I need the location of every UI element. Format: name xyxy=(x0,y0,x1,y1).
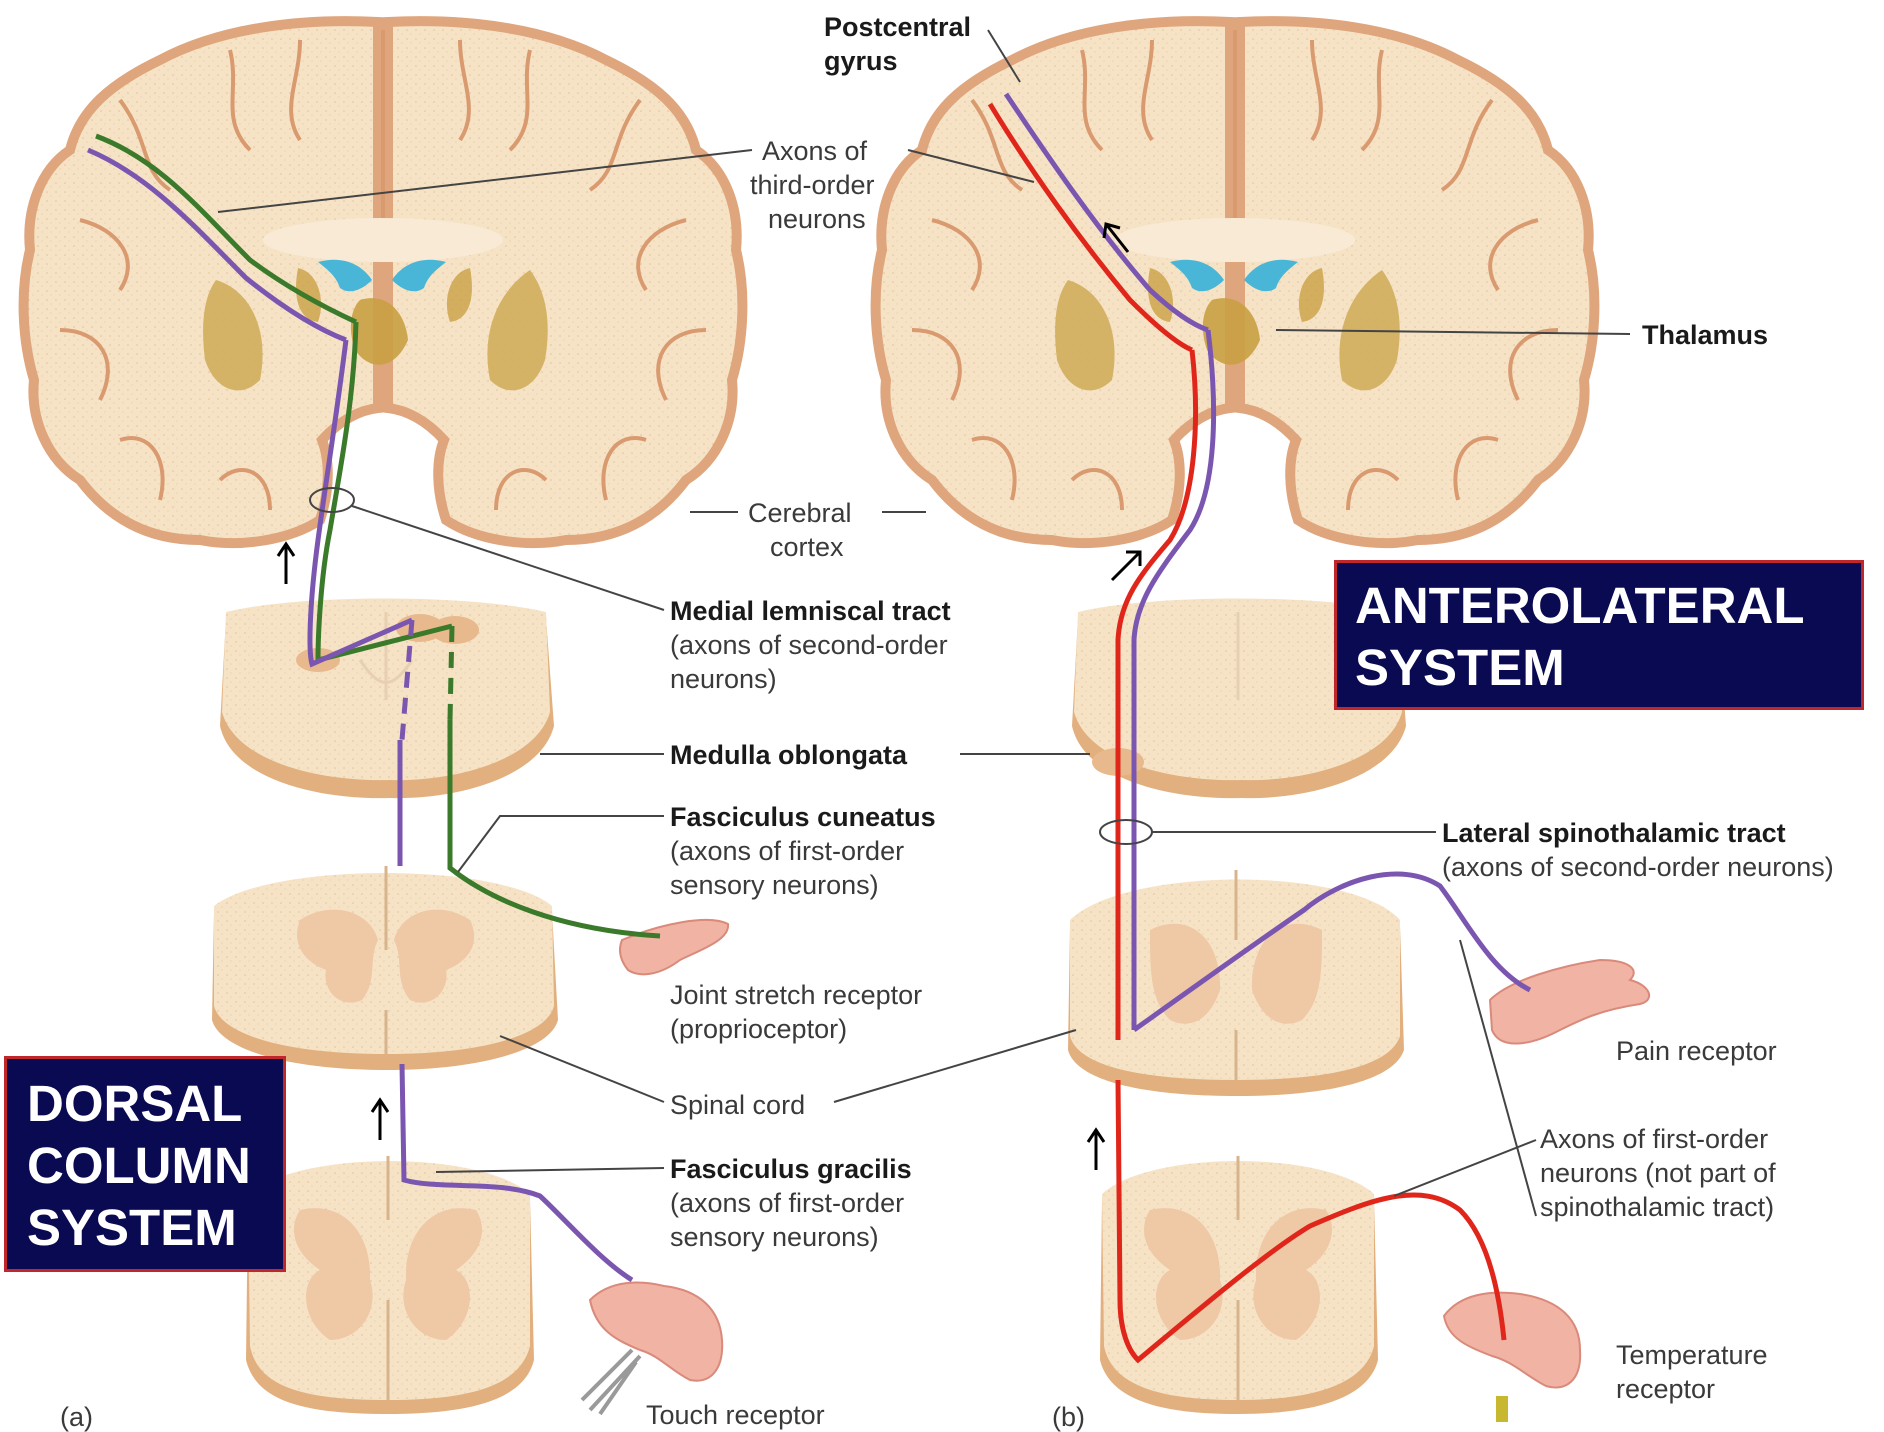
label-fasciculus-cuneatus-3: sensory neurons) xyxy=(670,870,879,900)
label-axons-third-order-2: third-order xyxy=(750,170,875,200)
cerebral-hemisphere-left-b xyxy=(876,21,1230,543)
label-joint-stretch-2: (proprioceptor) xyxy=(670,1014,847,1044)
label-panel-a: (a) xyxy=(60,1402,93,1432)
label-fasciculus-gracilis-2: (axons of first-order xyxy=(670,1188,904,1218)
dorsal-column-line-2: COLUMN xyxy=(27,1135,283,1197)
label-joint-stretch-1: Joint stretch receptor xyxy=(670,980,922,1010)
touch-receptor-icon xyxy=(582,1350,640,1414)
label-spinal-cord: Spinal cord xyxy=(670,1090,805,1120)
label-fasciculus-cuneatus-1: Fasciculus cuneatus xyxy=(670,802,936,832)
corpus-callosum-a xyxy=(263,218,503,262)
foot-b xyxy=(1444,1293,1580,1388)
label-touch-receptor: Touch receptor xyxy=(646,1400,825,1430)
dorsal-column-line-1: DORSAL xyxy=(27,1073,283,1135)
dorsal-column-system-box: DORSAL COLUMN SYSTEM xyxy=(4,1056,286,1272)
label-lateral-spinothalamic-1: Lateral spinothalamic tract xyxy=(1442,818,1786,848)
anterolateral-system-box: ANTEROLATERAL SYSTEM xyxy=(1334,560,1864,710)
label-fasciculus-gracilis-3: sensory neurons) xyxy=(670,1222,879,1252)
label-axons-first-order-3: spinothalamic tract) xyxy=(1540,1192,1774,1222)
label-pain-receptor: Pain receptor xyxy=(1616,1036,1777,1066)
label-postcentral-gyrus-1: Postcentral xyxy=(824,12,971,42)
cerebral-hemisphere-left-a xyxy=(24,21,378,543)
label-medial-lemniscal-2: (axons of second-order xyxy=(670,630,948,660)
label-temperature-receptor-1: Temperature xyxy=(1616,1340,1768,1370)
label-medial-lemniscal-3: neurons) xyxy=(670,664,777,694)
label-axons-third-order-1: Axons of xyxy=(762,136,868,166)
brain-section-b xyxy=(876,21,1595,543)
label-fasciculus-cuneatus-2: (axons of first-order xyxy=(670,836,904,866)
anterolateral-line-2: SYSTEM xyxy=(1355,637,1861,699)
label-thalamus: Thalamus xyxy=(1642,320,1768,350)
brain-section-a xyxy=(24,21,743,543)
label-panel-b: (b) xyxy=(1052,1402,1085,1432)
label-axons-first-order-1: Axons of first-order xyxy=(1540,1124,1768,1154)
corpus-callosum-b xyxy=(1115,218,1355,262)
label-medulla: Medulla oblongata xyxy=(670,740,908,770)
label-axons-third-order-3: neurons xyxy=(768,204,866,234)
label-cerebral-cortex-1: Cerebral xyxy=(748,498,852,528)
spinal-cord-lower-a xyxy=(246,1156,534,1414)
anterolateral-line-1: ANTEROLATERAL xyxy=(1355,575,1861,637)
finger-a xyxy=(620,920,728,974)
cerebral-hemisphere-right-b xyxy=(1240,21,1594,543)
label-axons-first-order-2: neurons (not part of xyxy=(1540,1158,1776,1188)
label-temperature-receptor-2: receptor xyxy=(1616,1374,1715,1404)
cerebral-hemisphere-right-a xyxy=(388,21,742,543)
label-cerebral-cortex-2: cortex xyxy=(770,532,844,562)
hand-b xyxy=(1490,960,1649,1044)
label-medial-lemniscal-1: Medial lemniscal tract xyxy=(670,596,951,626)
label-lateral-spinothalamic-2: (axons of second-order neurons) xyxy=(1442,852,1834,882)
temperature-receptor-icon xyxy=(1496,1396,1508,1422)
label-fasciculus-gracilis-1: Fasciculus gracilis xyxy=(670,1154,912,1184)
dorsal-column-line-3: SYSTEM xyxy=(27,1197,283,1259)
label-postcentral-gyrus-2: gyrus xyxy=(824,46,898,76)
foot-a xyxy=(590,1283,722,1381)
spinal-cord-lower-b xyxy=(1100,1156,1378,1414)
